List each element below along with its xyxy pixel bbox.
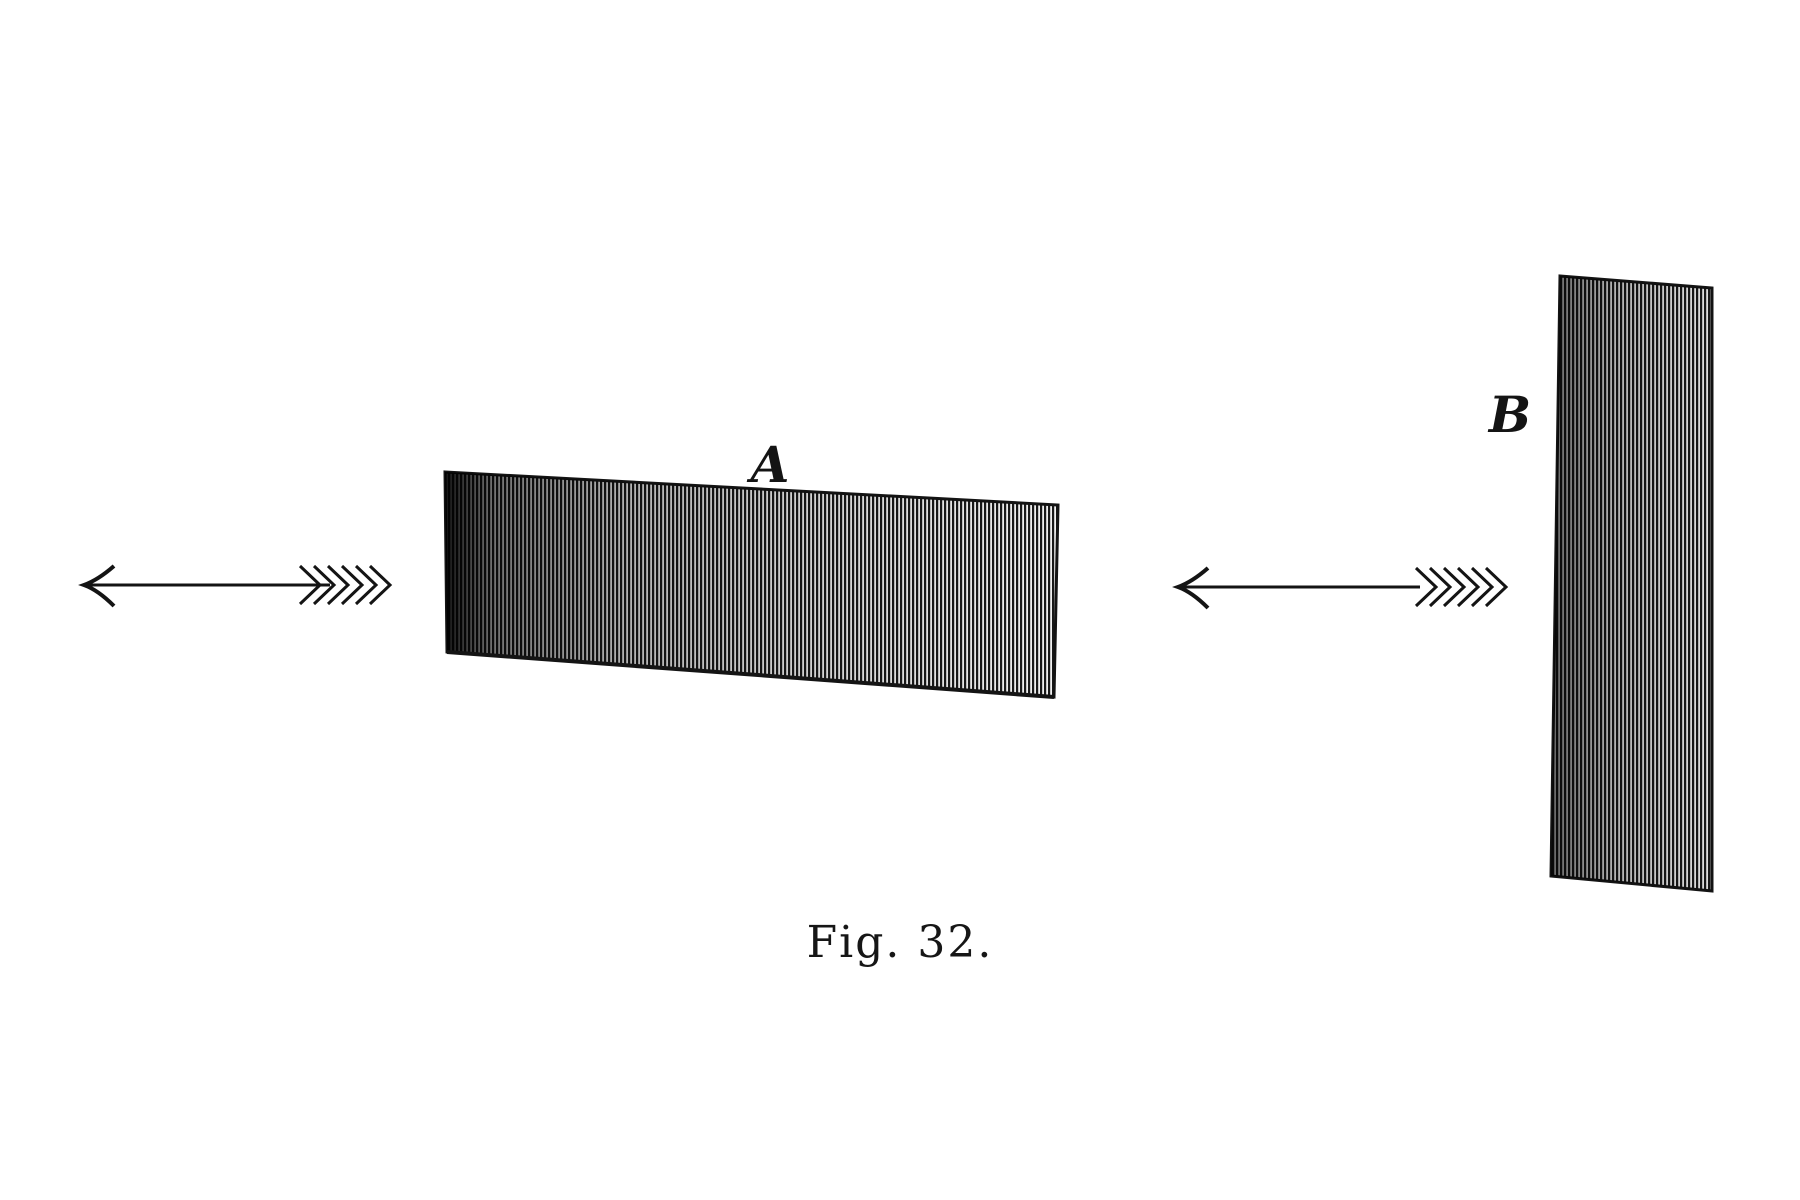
label-a: A — [747, 435, 790, 494]
label-b: B — [1487, 385, 1531, 444]
bar-b — [1549, 274, 1714, 893]
figure-caption: Fig. 32. — [806, 917, 994, 968]
bar-a — [443, 470, 1060, 699]
arrow-left-icon — [78, 564, 393, 608]
arrow-right-icon — [1172, 566, 1509, 610]
